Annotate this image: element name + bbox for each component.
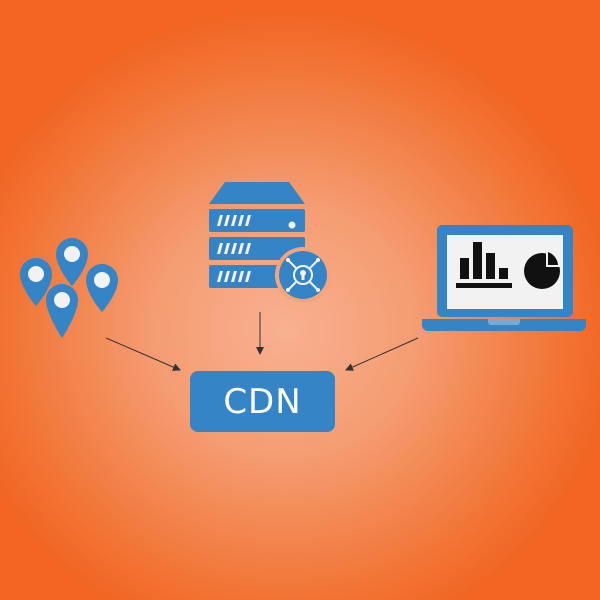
lock-icon (288, 260, 318, 290)
arrow-locations-to-cdn (105, 337, 181, 371)
laptop-chart-icon (422, 225, 586, 331)
map-pins-icon (20, 238, 118, 338)
cdn-label: CDN (223, 381, 302, 422)
pie-chart-icon (524, 249, 561, 289)
server-icon (209, 182, 331, 303)
cdn-node: CDN (190, 371, 335, 432)
arrow-laptop-to-cdn (345, 337, 419, 371)
bar-chart-icon (456, 242, 512, 288)
